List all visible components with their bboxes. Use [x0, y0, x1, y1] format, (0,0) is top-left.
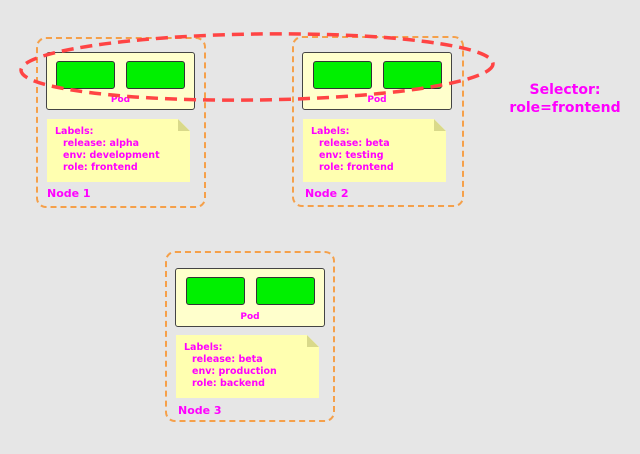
node-1-pod-label: Pod: [110, 95, 131, 105]
selector-value: role=frontend: [509, 100, 621, 116]
node-2-label-env: env: testing: [319, 150, 384, 161]
node-2-container-1[interactable]: [313, 61, 372, 89]
node-2-name: Node 2: [305, 187, 349, 200]
node-3-container-2[interactable]: [256, 277, 315, 305]
selector-label: Selector: role=frontend: [505, 81, 625, 117]
node-1-name: Node 1: [47, 187, 91, 200]
node-1-pod[interactable]: Pod: [46, 52, 195, 110]
node-1-container-2[interactable]: [126, 61, 185, 89]
node-2-label-release: release: beta: [319, 138, 390, 149]
node-2-container-2[interactable]: [383, 61, 442, 89]
node-3-label-role: role: backend: [192, 378, 265, 389]
node-2-pod[interactable]: Pod: [302, 52, 452, 110]
node-2-labels-title: Labels:: [311, 126, 350, 137]
node-2-label-role: role: frontend: [319, 162, 394, 173]
node-2-labels-note: Labels: release: beta env: testing role:…: [303, 119, 446, 182]
node-3-label-env: env: production: [192, 366, 277, 377]
node-3-pod-label: Pod: [240, 312, 260, 322]
node-3-labels-note: Labels: release: beta env: production ro…: [176, 335, 319, 398]
node-1-labels-title: Labels:: [55, 126, 94, 137]
selector-title: Selector:: [529, 82, 601, 98]
node-1-label-release: release: alpha: [63, 138, 140, 149]
node-3-labels-title: Labels:: [184, 342, 223, 353]
node-3-pod[interactable]: Pod: [175, 268, 325, 327]
node-1-labels-note: Labels: release: alpha env: development …: [47, 119, 190, 182]
node-1-label-env: env: development: [63, 150, 160, 161]
node-3-name: Node 3: [178, 404, 222, 417]
node-1-label-role: role: frontend: [63, 162, 138, 173]
node-3-container-1[interactable]: [186, 277, 245, 305]
node-3-box: [165, 251, 335, 422]
node-3-label-release: release: beta: [192, 354, 263, 365]
node-1-container-1[interactable]: [56, 61, 115, 89]
node-2-pod-label: Pod: [367, 95, 387, 105]
